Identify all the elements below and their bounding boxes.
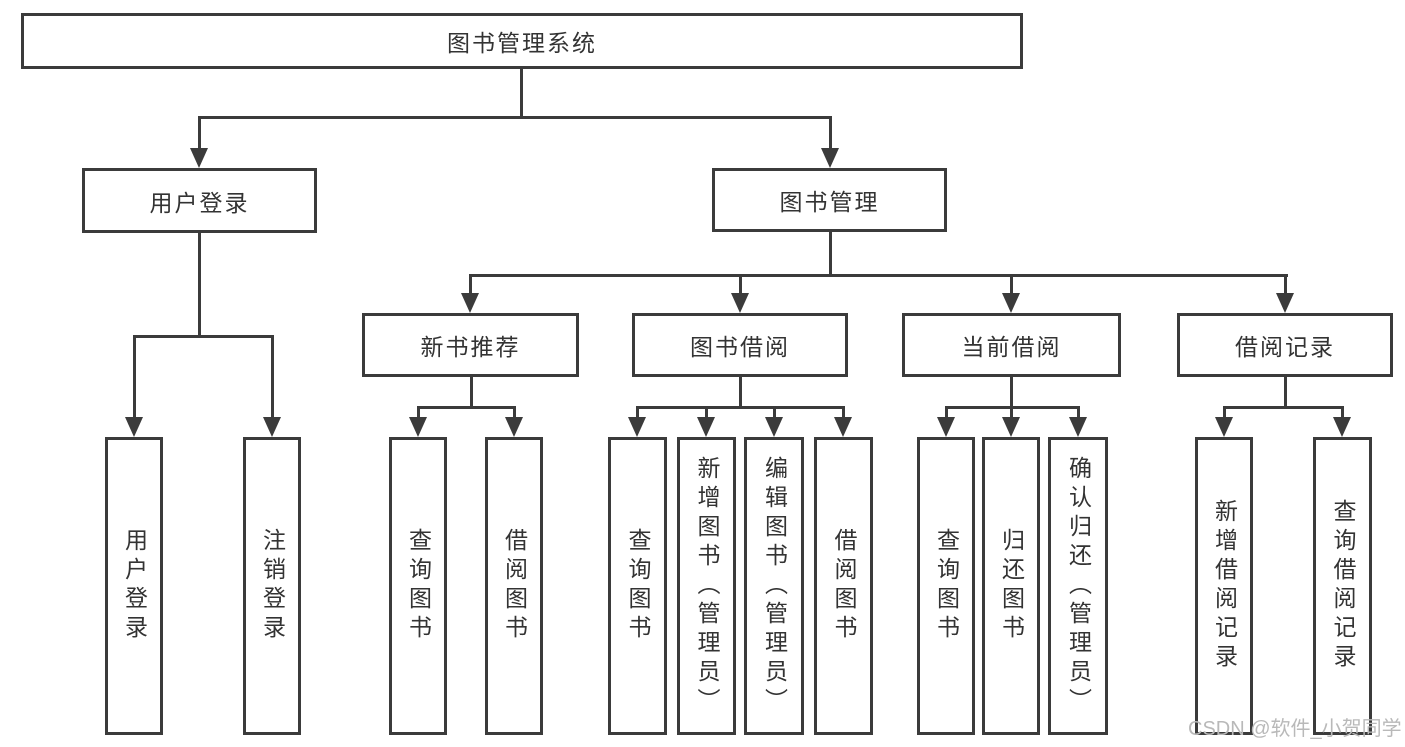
node-leaf-add-borrow-record-label: 新增借阅记录 [1211, 499, 1238, 673]
connector-line [469, 274, 1288, 277]
node-leaf-return-books: 归还图书 [982, 437, 1040, 735]
node-leaf-confirm-return-admin-label: 确认归还（管理员） [1065, 455, 1092, 717]
node-leaf-query-books-borrowing: 查询图书 [608, 437, 667, 735]
node-leaf-query-borrow-record: 查询借阅记录 [1313, 437, 1372, 735]
connector-line [1223, 406, 1226, 419]
connector-line [705, 406, 708, 419]
connector-line [513, 406, 516, 419]
node-current-borrowing-label: 当前借阅 [961, 334, 1062, 360]
connector-line [469, 274, 472, 296]
arrowhead-icon [834, 417, 852, 437]
node-leaf-query-books-borrowing-label: 查询图书 [625, 528, 651, 644]
connector-line [636, 406, 845, 409]
arrowhead-icon [1215, 417, 1233, 437]
node-leaf-logout: 注销登录 [243, 437, 301, 735]
connector-line [829, 116, 832, 150]
connector-line [417, 406, 420, 419]
connector-line [1341, 406, 1344, 419]
connector-line [1010, 377, 1013, 408]
node-leaf-query-books-current: 查询图书 [917, 437, 975, 735]
arrowhead-icon [1002, 293, 1020, 313]
arrowhead-icon [937, 417, 955, 437]
node-leaf-add-books-admin: 新增图书（管理员） [677, 437, 736, 735]
node-leaf-borrow-books-borrowing-label: 借阅图书 [831, 528, 857, 644]
node-user-login-label: 用户登录 [149, 189, 250, 216]
connector-line [520, 69, 523, 117]
node-leaf-borrow-books-recommend: 借阅图书 [485, 437, 543, 735]
connector-line [739, 377, 742, 408]
node-leaf-borrow-books-recommend-label: 借阅图书 [501, 528, 528, 644]
node-leaf-add-books-admin-label: 新增图书（管理员） [694, 455, 720, 717]
node-current-borrowing: 当前借阅 [902, 313, 1121, 377]
connector-line [1010, 406, 1013, 419]
node-leaf-query-books-current-label: 查询图书 [933, 528, 960, 644]
connector-line [198, 116, 201, 150]
arrowhead-icon [628, 417, 646, 437]
node-book-borrowing-label: 图书借阅 [690, 334, 790, 360]
node-book-borrowing: 图书借阅 [632, 313, 848, 377]
node-book-management-label: 图书管理 [779, 189, 880, 215]
arrowhead-icon [1069, 417, 1087, 437]
arrowhead-icon [125, 417, 143, 437]
arrowhead-icon [461, 293, 479, 313]
node-leaf-add-borrow-record: 新增借阅记录 [1195, 437, 1253, 735]
node-leaf-query-books-recommend: 查询图书 [389, 437, 447, 735]
connector-line [1284, 274, 1287, 296]
node-leaf-logout-label: 注销登录 [259, 528, 286, 644]
connector-line [945, 406, 948, 419]
connector-line [417, 406, 516, 409]
connector-line [739, 274, 742, 296]
node-borrowing-records: 借阅记录 [1177, 313, 1393, 377]
connector-line [198, 116, 831, 119]
arrowhead-icon [765, 417, 783, 437]
connector-line [829, 232, 832, 276]
arrowhead-icon [263, 417, 281, 437]
connector-line [1284, 377, 1287, 408]
node-leaf-user-login-label: 用户登录 [121, 528, 148, 644]
connector-line [842, 406, 845, 419]
connector-line [198, 233, 201, 337]
node-leaf-borrow-books-borrowing: 借阅图书 [814, 437, 873, 735]
arrowhead-icon [1002, 417, 1020, 437]
arrowhead-icon [1276, 293, 1294, 313]
node-leaf-edit-books-admin-label: 编辑图书（管理员） [761, 455, 788, 717]
node-book-management: 图书管理 [712, 168, 947, 232]
arrowhead-icon [1333, 417, 1351, 437]
connector-line [773, 406, 776, 419]
node-new-book-recommend: 新书推荐 [362, 313, 579, 377]
node-leaf-query-books-recommend-label: 查询图书 [405, 528, 432, 644]
node-new-book-recommend-label: 新书推荐 [420, 334, 521, 360]
connector-line [133, 335, 136, 419]
node-user-login: 用户登录 [82, 168, 317, 233]
arrowhead-icon [697, 417, 715, 437]
watermark: CSDN @软件_小贺同学 [1188, 718, 1402, 740]
connector-line [1223, 406, 1344, 409]
arrowhead-icon [821, 148, 839, 168]
arrowhead-icon [190, 148, 208, 168]
connector-line [470, 377, 473, 408]
connector-line [133, 335, 274, 338]
node-leaf-query-borrow-record-label: 查询借阅记录 [1330, 499, 1356, 673]
connector-line [636, 406, 639, 419]
connector-line [271, 335, 274, 419]
node-root: 图书管理系统 [21, 13, 1023, 69]
connector-line [1010, 274, 1013, 296]
node-borrowing-records-label: 借阅记录 [1235, 334, 1335, 360]
node-leaf-edit-books-admin: 编辑图书（管理员） [744, 437, 804, 735]
node-root-label: 图书管理系统 [447, 30, 597, 56]
arrowhead-icon [409, 417, 427, 437]
connector-line [1077, 406, 1080, 419]
node-leaf-confirm-return-admin: 确认归还（管理员） [1048, 437, 1108, 735]
arrowhead-icon [731, 293, 749, 313]
node-leaf-user-login: 用户登录 [105, 437, 163, 735]
node-leaf-return-books-label: 归还图书 [998, 528, 1025, 644]
arrowhead-icon [505, 417, 523, 437]
